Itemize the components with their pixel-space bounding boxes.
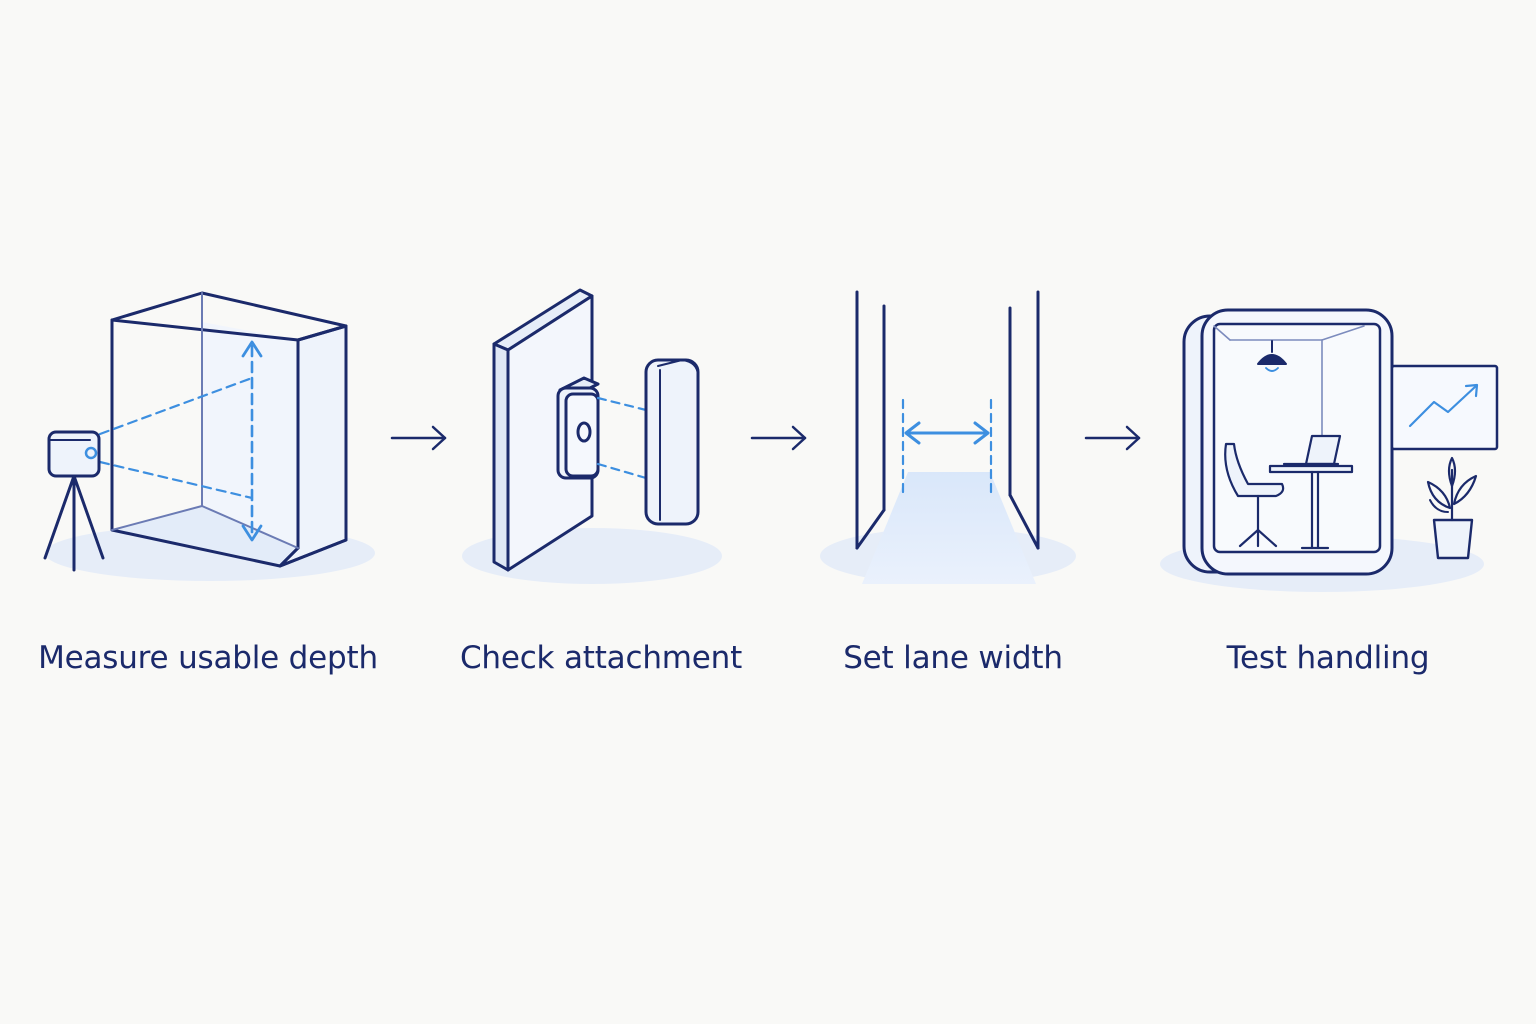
panel-edge — [492, 342, 510, 572]
plant-pot — [1432, 518, 1474, 560]
arrow-head-right — [973, 421, 990, 445]
box-floor — [112, 505, 298, 566]
arrow-right-icon — [1084, 425, 1141, 451]
plant-leaf — [1452, 474, 1478, 506]
right-wall — [1008, 493, 1040, 550]
arrow-right-icon — [390, 425, 447, 451]
bracket-edge — [657, 359, 699, 377]
alignment-guide — [596, 396, 648, 412]
plant-leaf — [1447, 456, 1457, 488]
panel-front — [506, 294, 594, 572]
camera-body — [47, 430, 101, 478]
lamp-icon — [1257, 354, 1287, 365]
step-label-set-lane-width: Set lane width — [843, 640, 1063, 676]
wall-chart-frame — [1390, 364, 1499, 451]
arrow-head-up — [241, 340, 263, 358]
plant-leaf — [1429, 499, 1449, 513]
trend-line-icon — [1408, 384, 1478, 428]
bracket-piece — [644, 358, 700, 526]
left-wall — [855, 508, 886, 550]
box-edge — [296, 324, 348, 342]
arrow-right-icon — [750, 425, 807, 451]
arrow-head-left — [904, 421, 921, 445]
step-label-check-attachment: Check attachment — [459, 640, 743, 676]
step-label-measure-depth: Measure usable depth — [38, 640, 378, 676]
laser-beam — [98, 376, 254, 436]
laser-beam — [98, 460, 254, 500]
trend-arrow-head — [1464, 383, 1479, 398]
booth-interior-line — [1321, 325, 1365, 341]
lane-width-icon — [820, 290, 1076, 584]
wall-attachment-icon — [462, 288, 722, 584]
depth-measurement-icon — [43, 291, 375, 581]
lamp-glow — [1265, 367, 1279, 372]
tripod-leg — [72, 474, 105, 560]
desk-top — [1268, 464, 1354, 474]
booth-interior-line — [1213, 325, 1231, 341]
laptop-icon — [1304, 434, 1342, 466]
office-booth-icon — [1160, 308, 1499, 592]
box-edge — [110, 318, 300, 342]
box-edge — [278, 546, 300, 568]
alignment-guide — [596, 462, 648, 480]
lane-floor — [862, 472, 1036, 584]
box-edge — [111, 505, 203, 531]
tripod-leg — [43, 474, 76, 560]
plant-leaf — [1426, 480, 1452, 510]
camera-lens — [84, 446, 98, 460]
booth-inner — [1212, 322, 1382, 554]
mount-plate-front — [564, 392, 600, 478]
step-label-test-handling: Test handling — [1226, 640, 1430, 676]
box-edge — [201, 505, 299, 549]
chair-icon — [1224, 442, 1285, 498]
arrow-head-down — [241, 524, 263, 542]
mount-hole — [576, 421, 592, 443]
